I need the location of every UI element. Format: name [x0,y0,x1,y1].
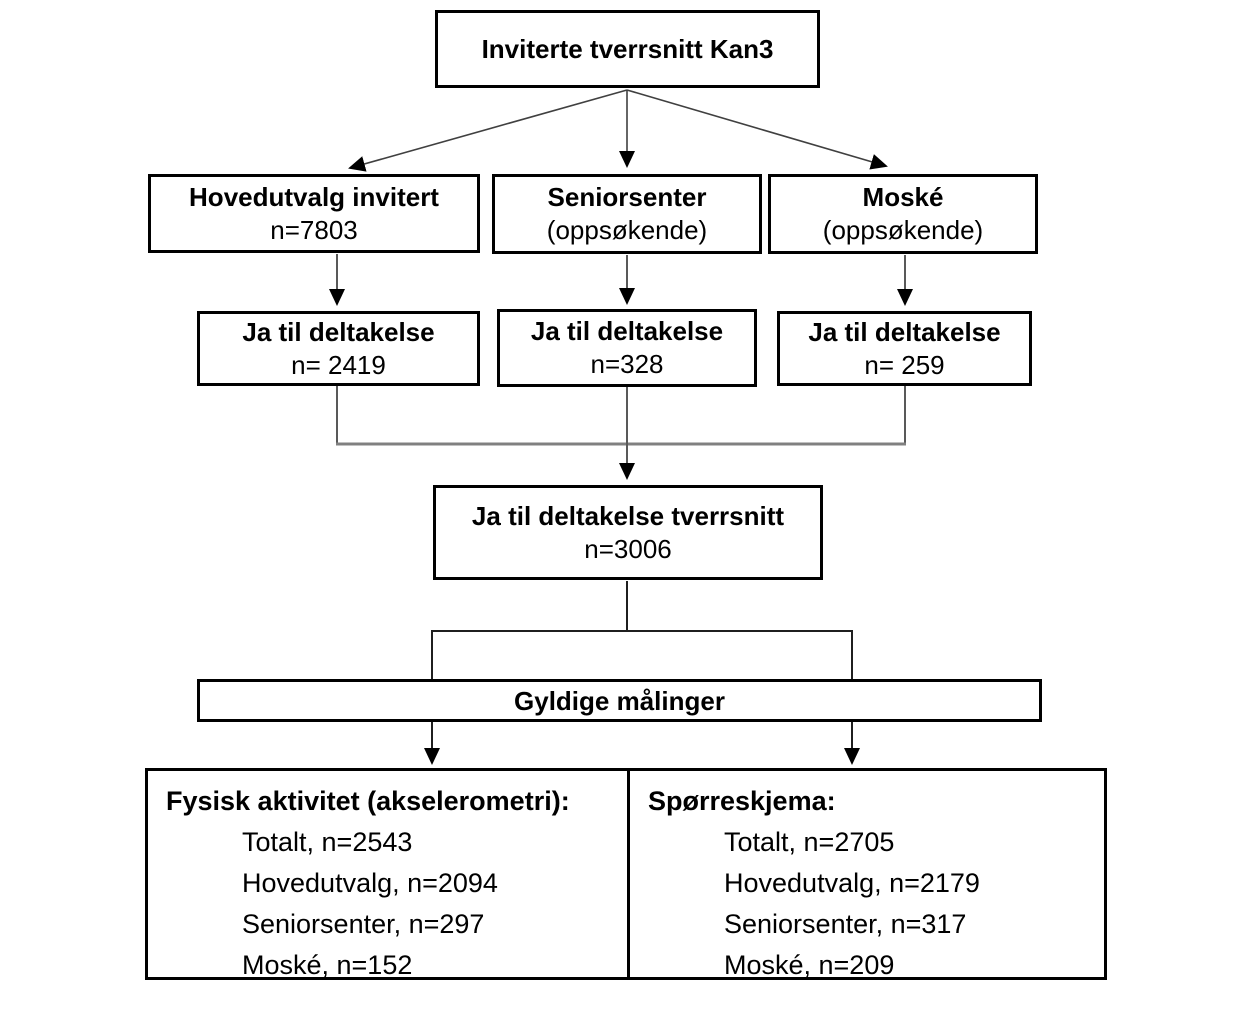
box-gyldige-malinger: Gyldige målinger [197,679,1042,722]
box-inviterte-tverrsnitt: Inviterte tverrsnitt Kan3 [435,10,820,88]
box-seniorsenter: Seniorsenter (oppsøkende) [492,174,762,254]
box-title: Ja til deltakelse tverrsnitt [471,500,785,531]
box-title: Ja til deltakelse [530,316,724,346]
results-right-item-totalt: Totalt, n=2705 [724,827,895,857]
box-ja-deltakelse-moske: Ja til deltakelse n= 259 [777,311,1032,386]
box-moske: Moské (oppsøkende) [768,174,1038,254]
box-title: Seniorsenter [547,182,707,212]
box-subtitle: (oppsøkende) [546,215,708,245]
results-left-item-moske: Moské, n=152 [242,950,413,980]
results-right-item-hovedutvalg: Hovedutvalg, n=2179 [724,868,980,898]
results-left-item-seniorsenter: Seniorsenter, n=297 [242,909,485,939]
box-count: n= 2419 [291,349,386,380]
results-left-header: Fysisk aktivitet (akselerometri): [166,786,570,816]
connector-top-to-moske [626,89,888,170]
results-right-header: Spørreskjema: [648,786,836,816]
box-ja-deltakelse-seniorsenter: Ja til deltakelse n=328 [497,309,757,387]
results-sporreskjema-pane: Spørreskjema: Totalt, n=2705 Hovedutvalg… [630,771,1104,980]
box-title: Ja til deltakelse [242,316,435,347]
box-count: n= 259 [864,349,945,380]
box-count: n=7803 [270,214,358,245]
box-title: Inviterte tverrsnitt Kan3 [481,34,774,64]
box-title: Ja til deltakelse [808,316,1001,347]
box-title: Hovedutvalg invitert [189,181,439,212]
box-count: n=3006 [584,533,672,564]
box-subtitle: (oppsøkende) [822,215,984,245]
box-title: Moské [862,182,944,212]
results-fysisk-aktivitet-pane: Fysisk aktivitet (akselerometri): Totalt… [148,771,630,980]
box-count: n=328 [590,349,664,379]
results-right-item-seniorsenter: Seniorsenter, n=317 [724,909,967,939]
results-left-item-hovedutvalg: Hovedutvalg, n=2094 [242,868,498,898]
box-ja-deltakelse-tverrsnitt: Ja til deltakelse tverrsnitt n=3006 [433,485,823,580]
box-hovedutvalg-invitert: Hovedutvalg invitert n=7803 [148,174,480,253]
box-results: Fysisk aktivitet (akselerometri): Totalt… [145,768,1107,980]
box-ja-deltakelse-hovedutvalg: Ja til deltakelse n= 2419 [197,311,480,386]
results-left-item-totalt: Totalt, n=2543 [242,827,413,857]
connector-top-to-hovedutvalg [348,89,628,172]
results-right-item-moske: Moské, n=209 [724,950,895,980]
box-title: Gyldige målinger [514,685,725,716]
